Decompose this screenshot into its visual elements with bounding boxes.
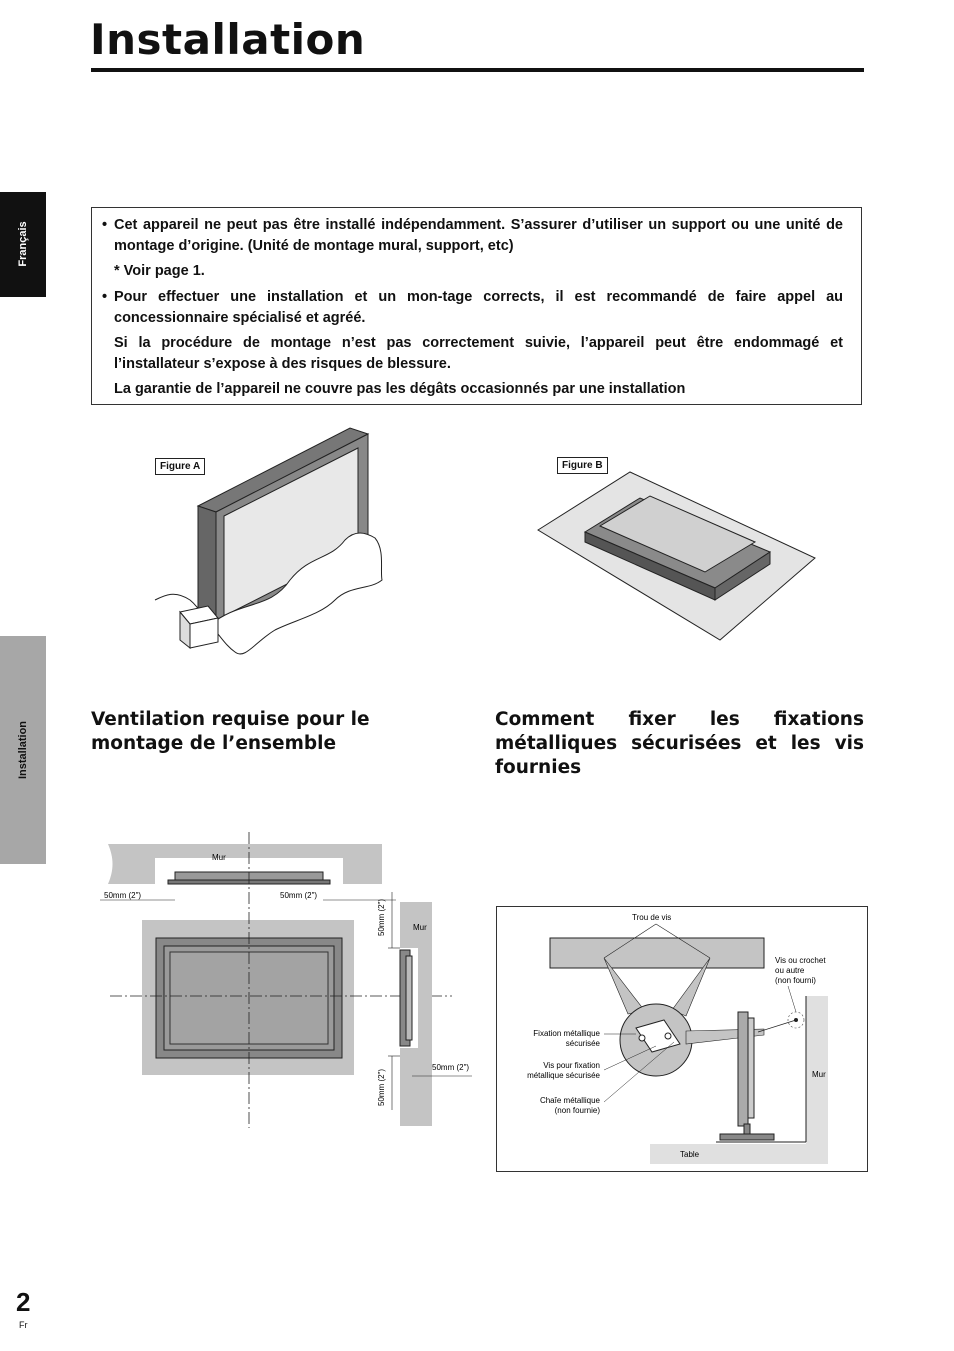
clearance-top-label: 50mm (2") <box>377 899 386 936</box>
notice-paragraph-2: * Voir page 1. <box>114 263 205 279</box>
chain-label-2: (non fournie) <box>555 1106 601 1115</box>
fixation-diagram: Trou de vis Table Mur Vis ou crochet ou … <box>496 906 868 1172</box>
figure-b-label: Figure B <box>557 457 608 474</box>
wall-top-label: Mur <box>212 853 226 862</box>
bracket-label-1: Fixation métallique <box>533 1029 600 1038</box>
chain-label-1: Chaîe métallique <box>540 1096 601 1105</box>
warning-notice-box: • Cet appareil ne peut pas être installé… <box>91 207 862 405</box>
page-title: Installation <box>90 15 366 64</box>
bullet: • <box>102 217 108 233</box>
figure-a-illustration <box>154 427 383 655</box>
wall-label: Mur <box>812 1070 826 1079</box>
title-rule <box>91 68 864 72</box>
table-label: Table <box>680 1150 700 1159</box>
ventilation-heading: Ventilation requise pour le montage de l… <box>91 709 370 754</box>
screw-hook-label-2: ou autre <box>775 966 805 975</box>
bracket-label-2: sécurisée <box>566 1039 601 1048</box>
notice-paragraph-4: Si la procédure de montage n’est pas cor… <box>114 335 843 372</box>
language-tab: Français <box>0 192 46 297</box>
fixation-heading: Comment fixer les fixations métalliques … <box>495 709 864 778</box>
notice-paragraph-1: Cet appareil ne peut pas être installé i… <box>114 217 843 254</box>
clearance-left-label: 50mm (2") <box>104 891 141 900</box>
figure-a-label: Figure A <box>155 458 206 475</box>
figure-b-illustration <box>537 471 816 641</box>
section-tab-label: Installation <box>17 720 29 780</box>
section-tab: Installation <box>0 636 46 864</box>
notice-paragraph-5: La garantie de l’appareil ne couvre pas … <box>114 381 686 397</box>
clearance-right-label: 50mm (2") <box>280 891 317 900</box>
page-language-code: Fr <box>19 1320 28 1330</box>
bracket-screw-label-2: métallique sécurisée <box>527 1071 600 1080</box>
language-tab-label: Français <box>17 221 29 267</box>
screw-hook-label-1: Vis ou crochet <box>775 956 826 965</box>
clearance-bottom-label: 50mm (2") <box>377 1069 386 1106</box>
clearance-side-label: 50mm (2") <box>432 1063 469 1072</box>
page-number: 2 <box>16 1287 31 1317</box>
wall-side-label: Mur <box>413 923 427 932</box>
ventilation-diagram: Mur 50mm (2") 50mm (2") Mur 50mm (2") 50… <box>100 832 472 1128</box>
bracket-screw-label-1: Vis pour fixation <box>543 1061 600 1070</box>
screw-hole-label: Trou de vis <box>632 913 671 922</box>
screw-hook-label-3: (non fourni) <box>775 976 816 985</box>
notice-paragraph-3: Pour effectuer une installation et un mo… <box>114 289 843 326</box>
bullet: • <box>102 289 108 305</box>
